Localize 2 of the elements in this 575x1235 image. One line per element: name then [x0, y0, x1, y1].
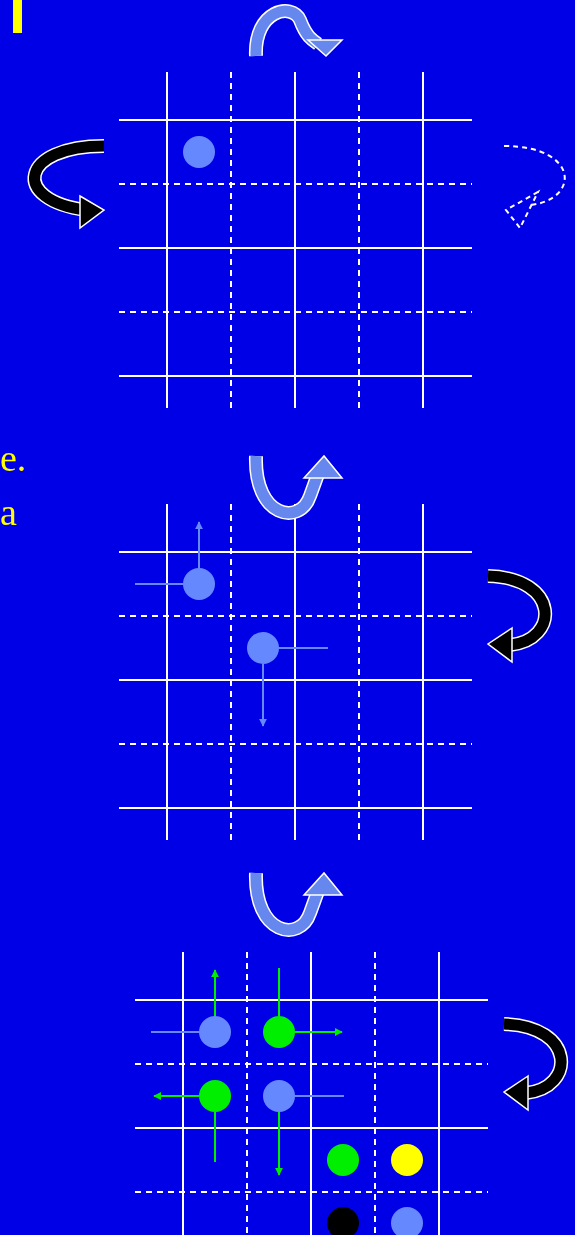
text-fragment: e. — [0, 438, 27, 478]
text-fragment: a — [0, 492, 17, 532]
